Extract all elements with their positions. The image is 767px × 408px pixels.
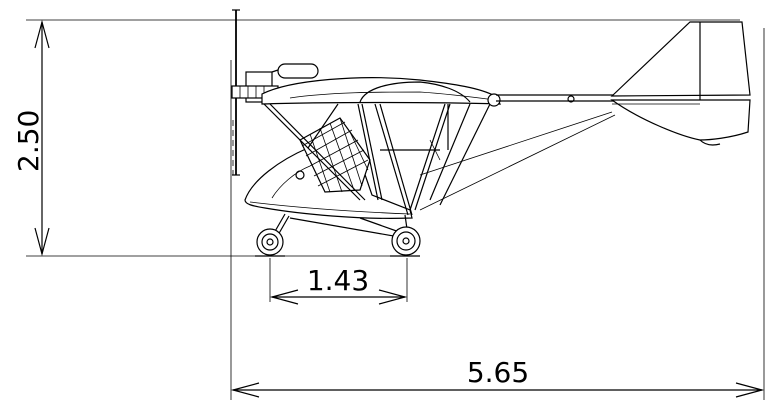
landing-gear (255, 213, 421, 257)
nose-wheel (256, 228, 284, 256)
height-dimension: 2.50 (12, 19, 740, 257)
frame-struts (263, 103, 491, 216)
engine (231, 63, 319, 103)
boom-lower-brace (419, 111, 613, 176)
seat-mesh (299, 117, 371, 193)
aircraft (231, 9, 751, 257)
height-arrow-bottom (34, 227, 50, 257)
length-label: 5.65 (467, 356, 529, 389)
pod (244, 117, 413, 219)
engine-exhaust (277, 63, 319, 79)
length-arrow-left (230, 382, 260, 398)
tail-boom (419, 94, 720, 211)
height-label: 2.50 (12, 110, 45, 172)
main-wheel (391, 226, 421, 256)
vertical-fin (610, 21, 751, 97)
rudder (610, 99, 751, 141)
height-arrow-top (34, 19, 50, 49)
length-arrow-right (735, 382, 765, 398)
wheelbase-dimension: 1.43 (269, 258, 408, 305)
wing (261, 77, 502, 107)
wheelbase-arrow-left (269, 289, 299, 305)
length-dimension: 5.65 (230, 28, 765, 400)
wing-strut-fitting (487, 93, 501, 107)
wheelbase-label: 1.43 (307, 264, 369, 297)
wheelbase-arrow-right (378, 289, 408, 305)
tail (610, 21, 751, 146)
wing-profile (261, 77, 502, 105)
